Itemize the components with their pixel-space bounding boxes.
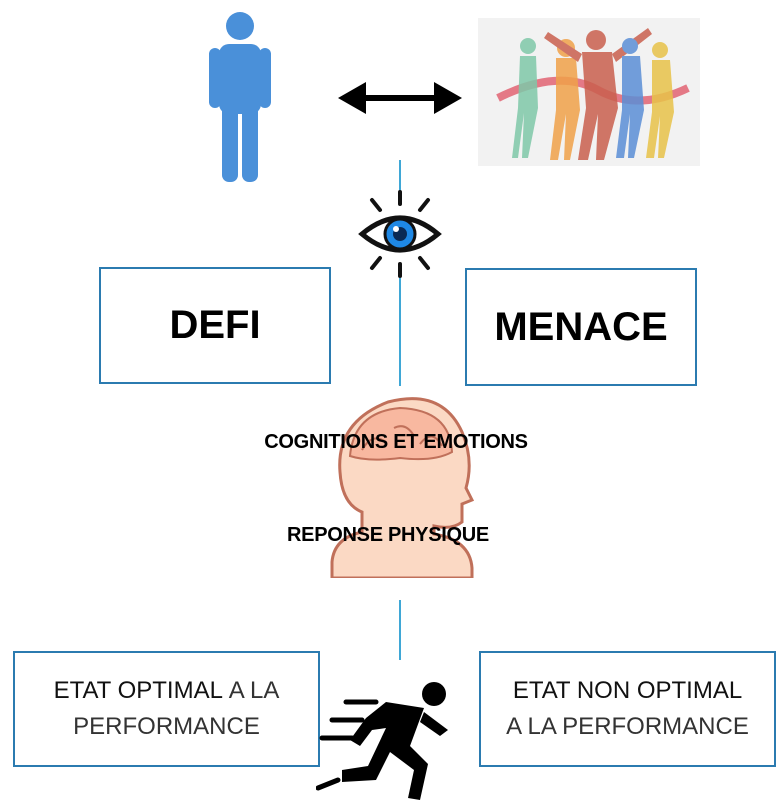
non-optimal-bold: ETAT NON OPTIMAL	[512, 677, 743, 704]
defi-label: DEFI	[169, 303, 261, 347]
connector-line-bottom	[399, 600, 401, 660]
optimal-bold: ETAT OPTIMAL	[53, 677, 223, 704]
optimal-line-1: ETAT OPTIMAL A LA	[54, 673, 280, 709]
head-profile-icon	[330, 397, 475, 578]
optimal-rest-1: A LA	[228, 677, 280, 704]
reponse-label: REPONSE PHYSIQUE	[287, 524, 489, 546]
non-optimal-rest: A LA PERFORMANCE	[506, 713, 749, 740]
defi-box: DEFI	[99, 267, 331, 384]
connector-line-top	[399, 160, 401, 200]
non-optimal-state-box: ETAT NON OPTIMAL A LA PERFORMANCE	[479, 651, 776, 767]
eye-icon	[358, 190, 442, 278]
menace-label: MENACE	[494, 304, 668, 349]
cognitions-label: COGNITIONS ET EMOTIONS	[264, 431, 528, 453]
person-icon	[209, 12, 271, 182]
connector-line-middle	[399, 278, 401, 386]
runners-image	[478, 18, 700, 166]
optimal-state-box: ETAT OPTIMAL A LA PERFORMANCE	[13, 651, 320, 767]
optimal-rest-2: PERFORMANCE	[73, 713, 260, 740]
menace-box: MENACE	[465, 268, 697, 386]
double-arrow-icon	[338, 82, 462, 114]
runner-icon	[316, 682, 448, 800]
